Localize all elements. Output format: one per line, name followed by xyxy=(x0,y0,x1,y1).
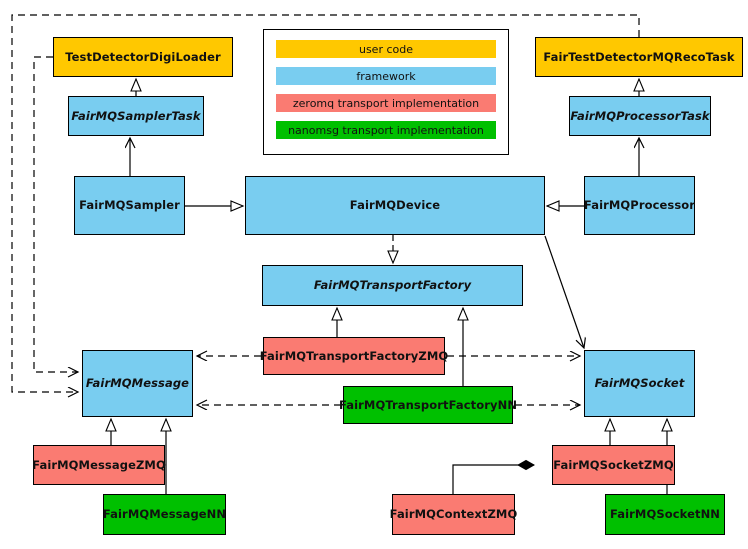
class-node-fairmqsocket[interactable]: FairMQSocket xyxy=(584,350,695,417)
legend-label: zeromq transport implementation xyxy=(292,96,480,110)
legend-item-zeromq: zeromq transport implementation xyxy=(276,94,496,112)
class-label: FairMQSocketNN xyxy=(609,507,721,522)
class-label: FairMQSamplerTask xyxy=(71,108,201,123)
legend-label: user code xyxy=(358,42,414,56)
class-node-fairmqsocketnn[interactable]: FairMQSocketNN xyxy=(605,494,725,535)
class-label: FairMQDevice xyxy=(349,198,441,213)
class-node-fairmqsocketzmq[interactable]: FairMQSocketZMQ xyxy=(552,445,675,485)
legend-item-user-code: user code xyxy=(276,40,496,58)
class-node-fairmqsamplertask[interactable]: FairMQSamplerTask xyxy=(68,96,204,136)
class-label: TestDetectorDigiLoader xyxy=(65,49,221,64)
legend-panel: user code framework zeromq transport imp… xyxy=(263,29,509,155)
class-node-fairtestdetectormqrecotask[interactable]: FairTestDetectorMQRecoTask xyxy=(535,37,743,77)
edge-device-to-socket xyxy=(544,235,584,348)
legend-label: framework xyxy=(356,69,416,83)
class-label: FairMQProcessorTask xyxy=(570,108,710,123)
legend-item-framework: framework xyxy=(276,67,496,85)
class-label: FairTestDetectorMQRecoTask xyxy=(543,49,735,64)
class-label: FairMQMessageNN xyxy=(102,507,227,522)
legend-label: nanomsg transport implementation xyxy=(288,123,484,137)
class-node-fairmqtransportfactoryzmq[interactable]: FairMQTransportFactoryZMQ xyxy=(260,337,448,375)
class-label: FairMQSampler xyxy=(79,198,180,213)
class-node-fairmqmessage[interactable]: FairMQMessage xyxy=(82,350,193,417)
class-label: FairMQProcessor xyxy=(583,198,696,213)
class-label: FairMQTransportFactoryZMQ xyxy=(259,348,449,363)
class-node-fairmqcontextzmq[interactable]: FairMQContextZMQ xyxy=(389,494,518,535)
class-node-testdetectordigiloader[interactable]: TestDetectorDigiLoader xyxy=(53,37,233,77)
class-label: FairMQSocketZMQ xyxy=(553,457,674,472)
class-node-fairmqprocessor[interactable]: FairMQProcessor xyxy=(584,176,695,235)
class-label: FairMQSocket xyxy=(594,376,685,391)
class-node-fairmqprocessortask[interactable]: FairMQProcessorTask xyxy=(569,96,711,136)
class-node-fairmqtransportfactory[interactable]: FairMQTransportFactory xyxy=(262,265,523,306)
class-label: FairMQTransportFactoryNN xyxy=(338,397,518,412)
class-node-fairmqmessagenn[interactable]: FairMQMessageNN xyxy=(103,494,226,535)
class-label: FairMQContextZMQ xyxy=(389,507,518,522)
legend-item-nanomsg: nanomsg transport implementation xyxy=(276,121,496,139)
class-node-fairmqdevice[interactable]: FairMQDevice xyxy=(245,176,545,235)
class-label: FairMQMessageZMQ xyxy=(32,457,166,472)
class-node-fairmqtransportfactorynn[interactable]: FairMQTransportFactoryNN xyxy=(339,386,517,424)
class-label: FairMQTransportFactory xyxy=(313,278,472,293)
edge-contextzmq-to-socketzmq xyxy=(452,465,534,494)
class-node-fairmqmessagezmq[interactable]: FairMQMessageZMQ xyxy=(32,445,166,485)
class-node-fairmqsampler[interactable]: FairMQSampler xyxy=(74,176,185,235)
class-label: FairMQMessage xyxy=(85,376,190,391)
